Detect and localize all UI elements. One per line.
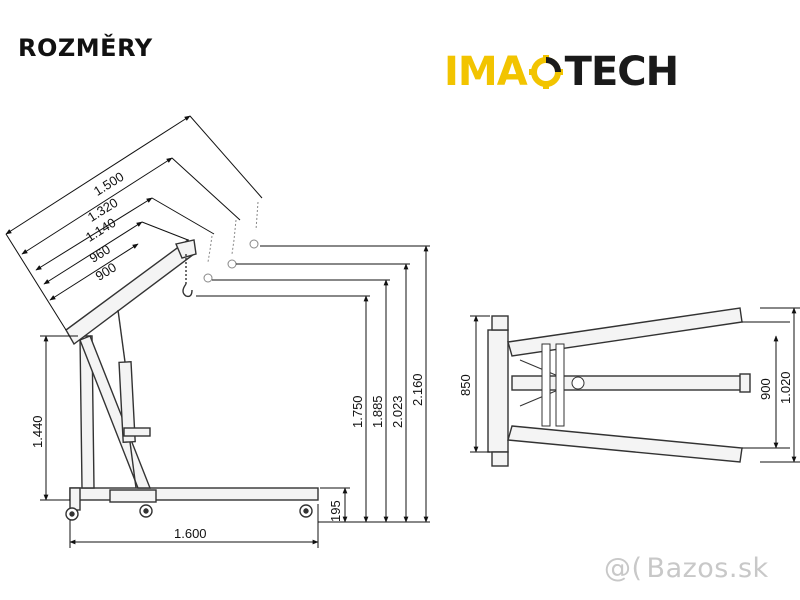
boom	[65, 238, 195, 346]
height-2023: 2.023	[390, 395, 405, 428]
hydraulic-cylinder	[118, 361, 136, 443]
top-width-850: 850	[458, 374, 473, 396]
crane-top-view	[487, 307, 751, 467]
height-dimensions	[40, 245, 430, 548]
mast-height-1440: 1.440	[30, 415, 45, 448]
page-title: ROZMĚRY	[18, 34, 153, 62]
height-2160: 2.160	[410, 373, 425, 406]
height-1885: 1.885	[370, 395, 385, 428]
watermark: @(Bazos.sk	[604, 553, 769, 584]
top-width-900: 900	[758, 378, 773, 400]
boom-dimensions	[5, 115, 263, 331]
brace	[79, 335, 152, 489]
hook	[182, 283, 193, 298]
top-leg-lower	[507, 425, 743, 463]
gear-icon	[528, 50, 563, 89]
boom-length-1500: 1.500	[91, 169, 127, 199]
base-frame	[69, 487, 319, 501]
mast	[79, 335, 95, 489]
base-height-195: 195	[328, 500, 343, 522]
base-length-1600: 1.600	[174, 526, 207, 541]
watermark-symbol: @(	[604, 553, 643, 584]
height-1750: 1.750	[350, 395, 365, 428]
top-width-1020: 1.020	[778, 371, 793, 404]
logo-text-tech: TECH	[564, 49, 679, 95]
top-crossbar	[487, 329, 509, 453]
pump-handle	[123, 427, 151, 437]
logo-text-ima: IMA	[444, 49, 528, 95]
brand-logo: IMA TECH	[444, 46, 734, 98]
watermark-text: Bazos.sk	[646, 553, 769, 584]
top-view-dimensions	[470, 307, 800, 463]
